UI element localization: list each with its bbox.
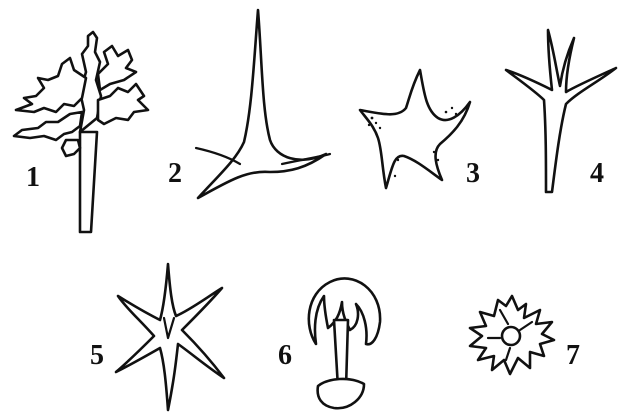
spicule-3: 3	[360, 70, 480, 189]
spicule-2-label: 2	[168, 158, 182, 189]
spicule-1: 1	[14, 32, 148, 232]
spicule-2: 2	[168, 10, 330, 198]
spicule-3-label: 3	[466, 158, 480, 189]
spicule-5-label: 5	[90, 340, 104, 371]
spicule-5: 5	[90, 264, 224, 410]
spicule-4-label: 4	[590, 158, 604, 189]
spicule-1-label: 1	[26, 162, 40, 193]
spicule-6-label: 6	[278, 340, 292, 371]
spicule-6: 6	[278, 278, 380, 408]
spicule-7: 7	[470, 296, 580, 374]
spicule-4: 4	[506, 30, 616, 192]
spicule-7-label: 7	[566, 340, 580, 371]
